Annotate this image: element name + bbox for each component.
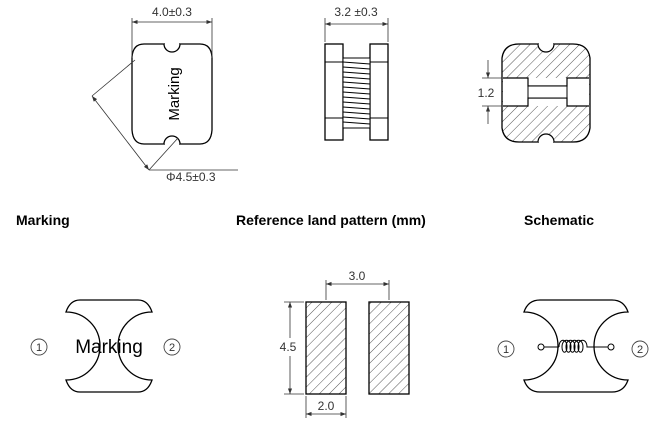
inductor-symbol [537,339,615,353]
slot-gap-label: 1.2 [478,86,495,100]
top-width-dimension [131,18,213,58]
marking-front-text: Marking [75,337,143,358]
schematic-body [523,299,629,393]
winding-lines [342,61,371,125]
bottom-view [501,42,591,144]
pad-width-label: 2.0 [318,399,335,413]
pin1-schematic-circle [497,340,515,358]
pin1-schematic-label: 1 [503,344,509,356]
pad-height-label: 4.5 [280,340,297,354]
pad-width-dimension [305,396,347,418]
diameter-dimension [91,59,238,171]
heading-marking: Marking [16,212,70,228]
pin2-schematic-label: 2 [637,344,643,356]
top-width-label: 4.0±0.3 [152,5,192,19]
marking-rotated-text: Marking [166,67,183,120]
heading-schematic: Schematic [524,212,594,228]
heading-land-pattern: Reference land pattern (mm) [236,212,426,228]
pin2-schematic-circle [631,340,649,358]
side-width-dimension [324,18,389,42]
diameter-label: Φ4.5±0.3 [166,170,216,184]
land-pad-left [305,301,347,395]
side-view [324,43,389,141]
marking-body [65,299,153,393]
pin1-marking-circle [30,338,48,356]
pin2-marking-label: 2 [169,342,175,354]
pad-spacing-label: 3.0 [349,269,366,283]
pad-spacing-dimension [325,280,390,300]
pin2-marking-circle [163,338,181,356]
pad-height-dimension [284,301,304,395]
top-view-body [131,42,213,146]
pin1-marking-label: 1 [36,342,42,354]
land-pad-right [368,301,410,395]
slot-gap-dimension [482,60,502,124]
side-width-label: 3.2 ±0.3 [334,5,378,19]
land-pads [305,301,410,395]
